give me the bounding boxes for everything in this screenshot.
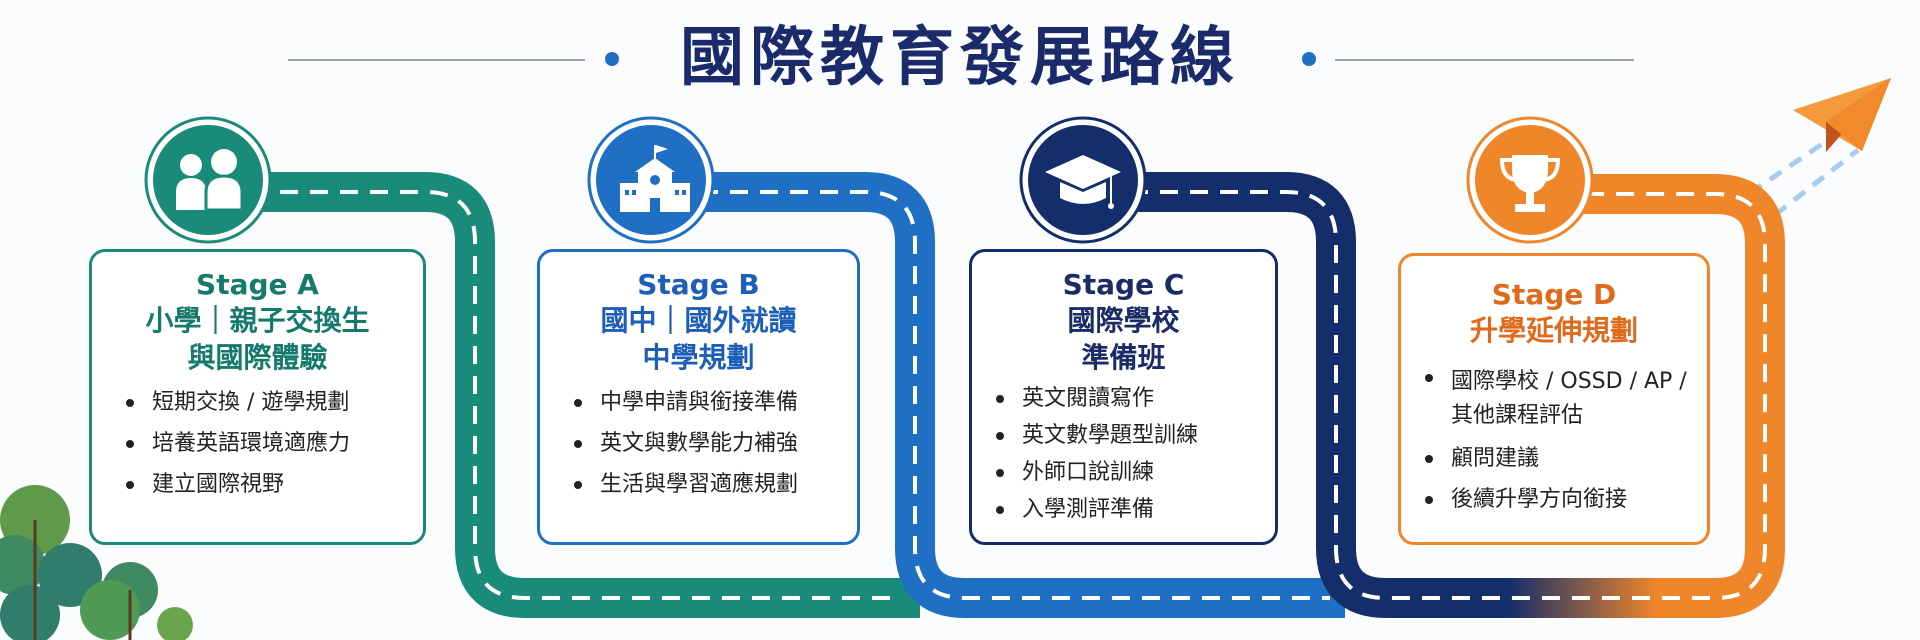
- bullet-item: 英文數學題型訓練: [992, 423, 1275, 449]
- stage-b-icon-badge: [587, 116, 715, 244]
- stage-b-card: Stage B 國中｜國外就讀 中學規劃 中學申請與銜接準備 英文與數學能力補強…: [537, 249, 860, 545]
- title-dot-right: [1302, 52, 1316, 66]
- stage-a-card: Stage A 小學｜親子交換生 與國際體驗 短期交換 / 遊學規劃 培養英語環…: [89, 249, 426, 545]
- people-icon: [176, 149, 244, 212]
- paper-plane-icon: [1793, 78, 1891, 152]
- stage-a-icon-badge: [144, 116, 272, 244]
- title-dot-left: [605, 52, 619, 66]
- page-title: 國際教育發展路線: [680, 20, 1240, 95]
- stage-title: 升學延伸規劃: [1469, 314, 1638, 347]
- stage-d-card: Stage D 升學延伸規劃 國際學校 / OSSD / AP / 其他課程評估…: [1398, 253, 1710, 545]
- bullet-item: 外師口說訓練: [992, 460, 1275, 486]
- bullet-item: 後續升學方向銜接: [1421, 487, 1687, 513]
- paper-plane-trail: [1748, 137, 1860, 217]
- bullet-item: 生活與學習適應規劃: [570, 472, 857, 498]
- stage-title: 小學｜親子交換生: [145, 304, 370, 337]
- stage-label: Stage B: [637, 268, 760, 301]
- stage-c-icon-badge: [1019, 116, 1147, 244]
- bullet-item: 短期交換 / 遊學規劃: [122, 390, 423, 416]
- stage-title: 準備班: [1081, 341, 1166, 374]
- bullet-item: 國際學校 / OSSD / AP / 其他課程評估: [1421, 365, 1687, 433]
- bullet-item: 英文閱讀寫作: [992, 386, 1275, 412]
- bullet-item: 中學申請與銜接準備: [570, 390, 857, 416]
- school-building-icon: [620, 145, 690, 212]
- trophy-icon: [1499, 155, 1561, 212]
- stage-d-icon-badge: [1466, 116, 1594, 244]
- graduation-cap-icon: [1045, 155, 1121, 209]
- stage-title: 國際學校: [1067, 304, 1180, 337]
- bullet-item: 英文與數學能力補強: [570, 431, 857, 457]
- stage-c-card: Stage C 國際學校 準備班 英文閱讀寫作 英文數學題型訓練 外師口說訓練 …: [969, 249, 1278, 545]
- bullet-item: 培養英語環境適應力: [122, 431, 423, 457]
- bullet-item: 顧問建議: [1421, 446, 1687, 472]
- bullet-item: 入學測評準備: [992, 497, 1275, 523]
- bullet-item: 建立國際視野: [122, 472, 423, 498]
- stage-title: 中學規劃: [642, 341, 755, 374]
- trees-decoration: [0, 485, 193, 640]
- stage-label: Stage D: [1491, 278, 1617, 311]
- stage-label: Stage A: [196, 268, 319, 301]
- stage-title: 與國際體驗: [187, 341, 328, 374]
- stage-label: Stage C: [1062, 268, 1185, 301]
- stage-title: 國中｜國外就讀: [600, 304, 797, 337]
